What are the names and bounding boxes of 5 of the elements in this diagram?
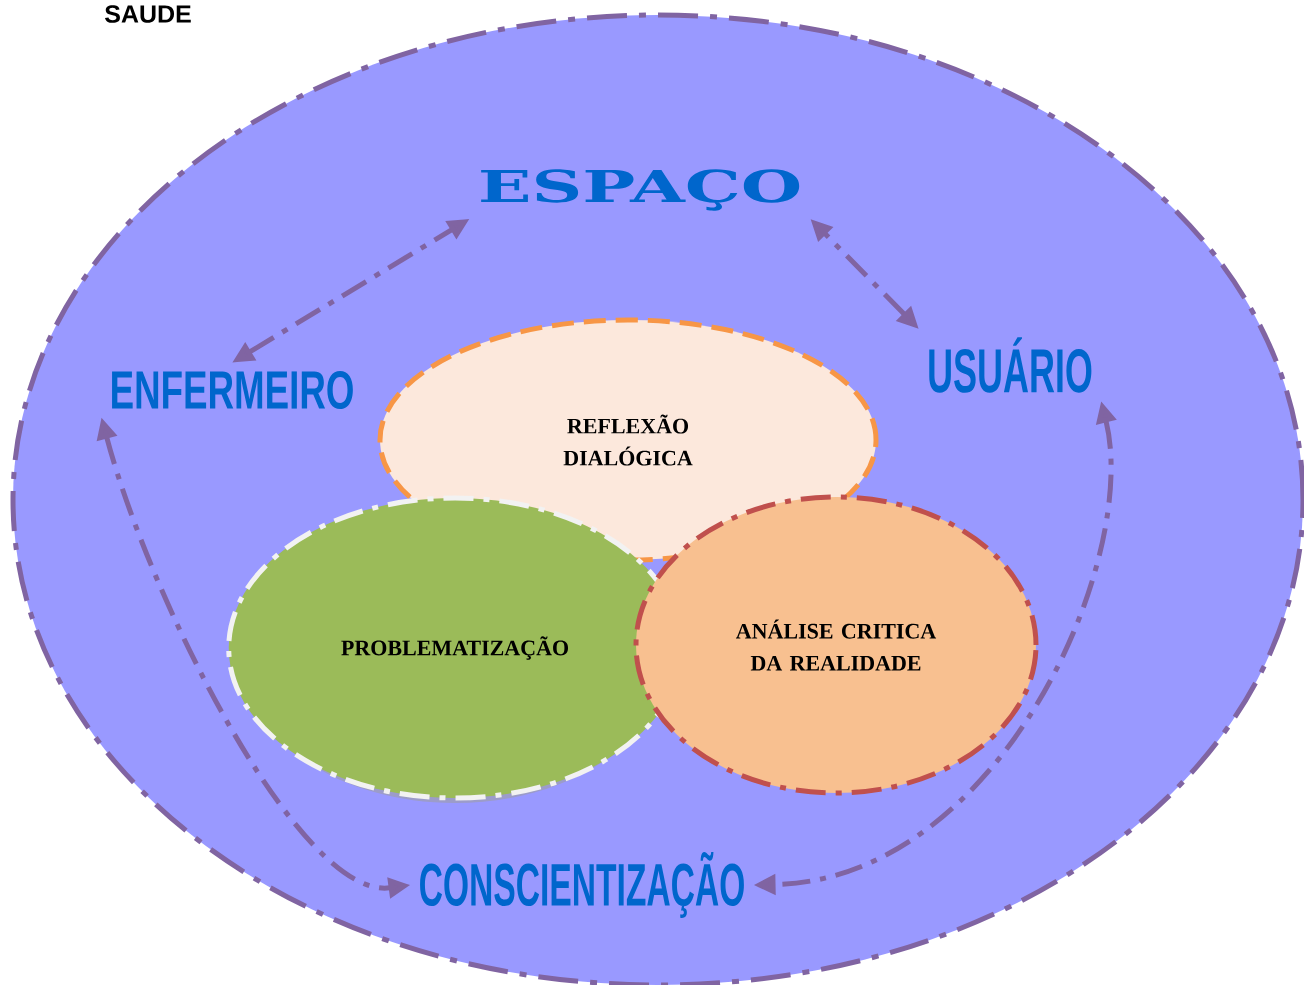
word-art: ESPAÇO	[481, 169, 800, 211]
word-art: ENFERMEIRO	[112, 370, 353, 410]
word-art: USUÁRIO	[929, 337, 1092, 393]
word-art: CONSCIENTIZAÇÃO	[420, 852, 744, 918]
heading: SAUDE	[104, 5, 191, 23]
